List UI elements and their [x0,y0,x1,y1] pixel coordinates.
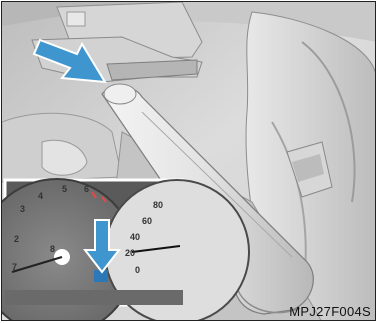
speed-number: 60 [142,216,152,226]
speed-number: 40 [130,232,140,242]
speed-number: 20 [125,248,135,258]
parking-brake-illustration: 2 3 4 5 6 7 8 80 60 40 20 0 [2,2,376,321]
tach-number: 8 [50,244,55,254]
tach-number: 4 [38,191,43,201]
speed-number: 0 [135,265,140,275]
speed-number: 80 [153,200,163,210]
tach-number: 7 [12,262,17,272]
tach-number: 5 [62,184,67,194]
tach-number: 3 [20,204,25,214]
tach-number: 2 [14,234,19,244]
figure-code-label: MPJ27F004S [289,304,371,319]
tach-number: 6 [84,184,89,194]
inset-instrument-cluster: 2 3 4 5 6 7 8 80 60 40 20 0 [2,179,249,321]
